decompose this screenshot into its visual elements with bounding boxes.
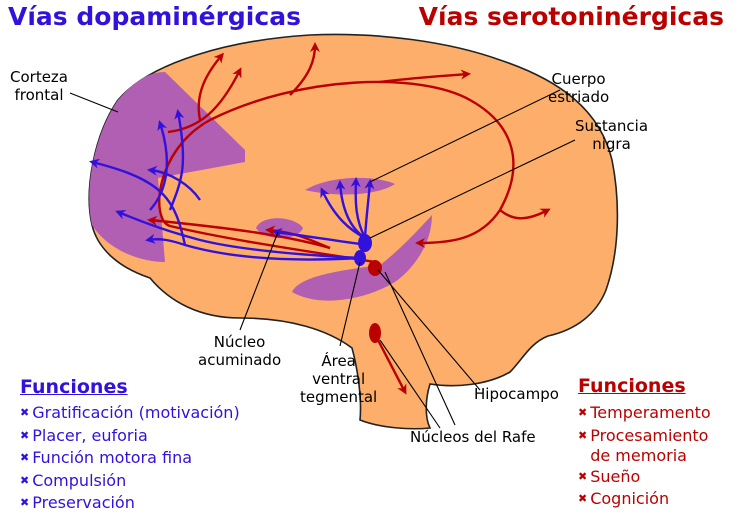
serotonin-function-item: ✖Procesamiento de memoria	[578, 425, 709, 466]
serotonin-function-item: ✖Sueño	[578, 466, 641, 486]
ventral-tegmental-nucleus	[358, 234, 372, 252]
x-marker-icon: ✖	[578, 492, 588, 505]
x-marker-icon: ✖	[578, 469, 588, 483]
hippocampus-region	[292, 215, 432, 301]
dopamine-function-item: ✖Preservación	[20, 493, 135, 512]
x-marker-icon: ✖	[20, 473, 30, 487]
dopamine-functions-list: ✖Gratificación (motivación) ✖Placer, euf…	[20, 403, 240, 516]
dopaminergic-title: Vías dopaminérgicas	[8, 2, 301, 31]
substantia-nigra-nucleus	[354, 250, 366, 266]
serotonin-function-item: ✖Temperamento	[578, 403, 711, 422]
label-nucleus-accumbens: Núcleo acuminado	[198, 333, 282, 369]
dopamine-pathways	[89, 109, 375, 261]
serotonin-functions-list: ✖Temperamento ✖Procesamiento de memoria …	[578, 403, 711, 512]
dopamine-functions-heading: Funciones	[20, 376, 128, 398]
x-marker-icon: ✖	[20, 428, 30, 442]
dopamine-function-item: ✖Placer, euforia	[20, 425, 148, 445]
raphe-nucleus-upper	[368, 260, 382, 276]
dopamine-function-item: ✖Gratificación (motivación)	[20, 403, 240, 422]
leader-lines	[69, 89, 576, 429]
label-hippocampus: Hipocampo	[474, 385, 559, 403]
raphe-nucleus-lower	[369, 323, 381, 343]
label-frontal-cortex: Corteza frontal	[10, 68, 68, 104]
x-marker-icon: ✖	[20, 406, 30, 419]
dopamine-function-item: ✖Función motora fina	[20, 448, 193, 467]
serotonergic-title: Vías serotoninérgicas	[418, 2, 724, 31]
x-marker-icon: ✖	[20, 496, 30, 509]
serotonin-function-item: ✖Cognición	[578, 489, 670, 508]
label-striatum: Cuerpo estriado	[548, 70, 610, 106]
serotonin-pathways	[146, 41, 551, 395]
x-marker-icon: ✖	[578, 428, 588, 442]
label-raphe-nuclei: Núcleos del Rafe	[410, 428, 536, 446]
x-marker-icon: ✖	[20, 451, 30, 464]
x-marker-icon: ✖	[578, 406, 588, 419]
label-substantia-nigra: Sustancia nigra	[575, 117, 649, 153]
dopamine-function-item: ✖Compulsión	[20, 470, 127, 490]
serotonin-functions-heading: Funciones	[578, 375, 686, 397]
label-ventral-tegmental: Área ventral tegmental	[300, 352, 378, 406]
